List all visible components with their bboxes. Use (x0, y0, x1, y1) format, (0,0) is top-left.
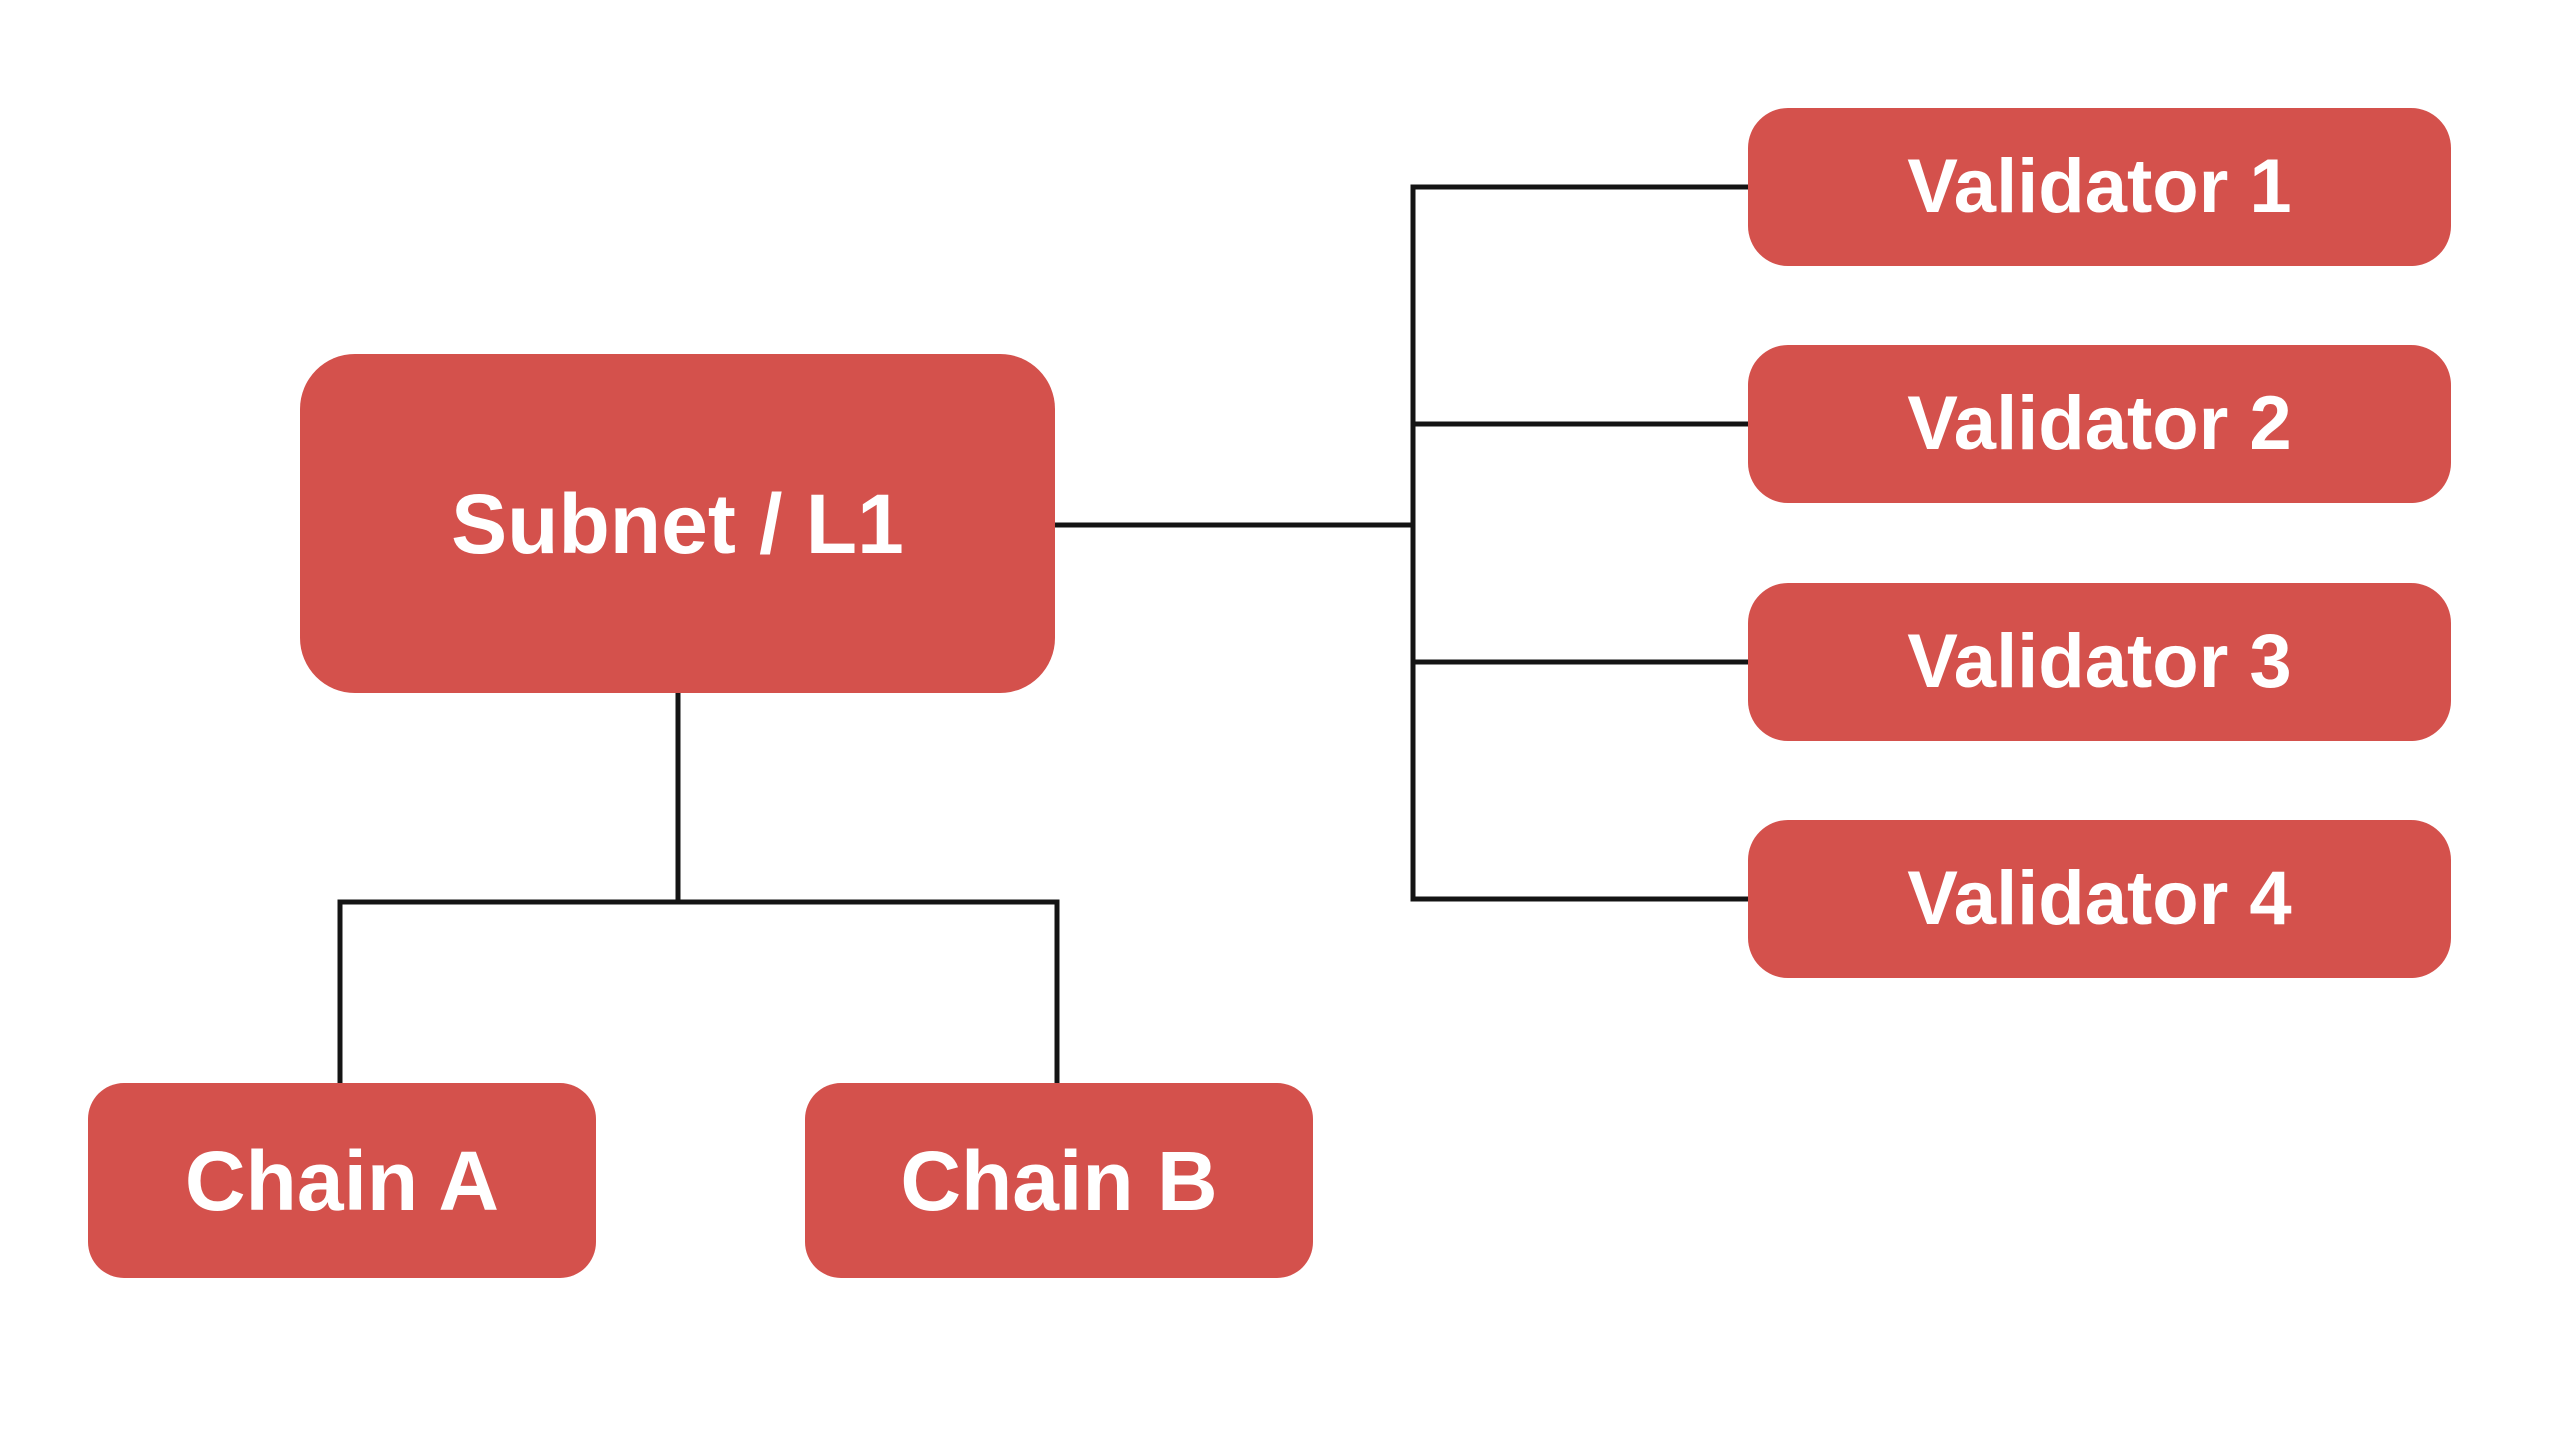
node-chain-b-label: Chain B (900, 1133, 1218, 1228)
node-chain-a: Chain A (88, 1083, 596, 1278)
node-subnet-l1: Subnet / L1 (300, 354, 1055, 693)
node-validator-4-label: Validator 4 (1907, 856, 2292, 941)
node-validator-4: Validator 4 (1748, 820, 2451, 978)
node-validator-2: Validator 2 (1748, 345, 2451, 503)
node-validator-3: Validator 3 (1748, 583, 2451, 741)
node-validator-1-label: Validator 1 (1907, 144, 2292, 229)
node-chain-a-label: Chain A (184, 1133, 500, 1228)
node-validator-3-label: Validator 3 (1907, 619, 2292, 704)
node-validator-1: Validator 1 (1748, 108, 2451, 266)
node-validator-2-label: Validator 2 (1907, 381, 2292, 466)
node-subnet-l1-label: Subnet / L1 (451, 476, 904, 571)
node-chain-b: Chain B (805, 1083, 1313, 1278)
